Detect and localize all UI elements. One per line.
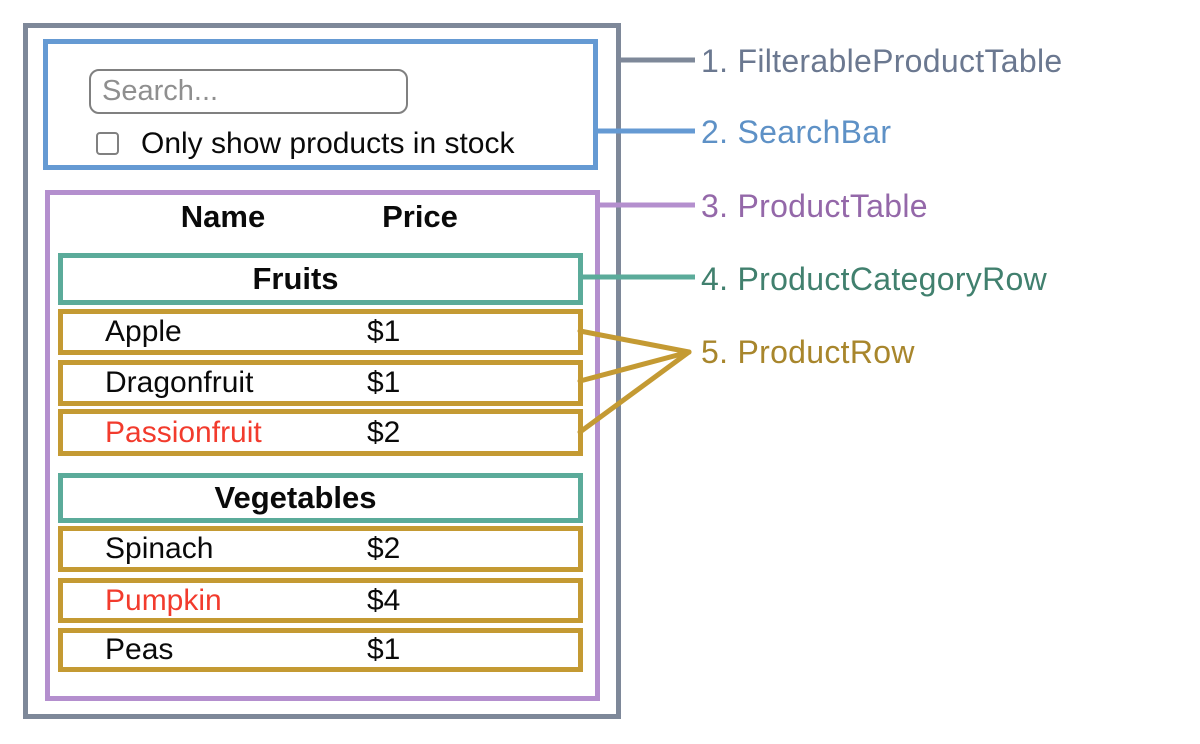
search-input[interactable] (89, 69, 408, 114)
product-name: Peas (105, 633, 174, 666)
product-row-dragonfruit: Dragonfruit $1 (58, 360, 583, 406)
product-name: Pumpkin (105, 583, 222, 617)
product-row-spinach: Spinach $2 (58, 526, 583, 572)
product-name: Dragonfruit (105, 366, 254, 399)
column-header-price: Price (382, 199, 458, 234)
product-price: $4 (367, 583, 401, 617)
legend-product-row: 5. ProductRow (701, 334, 915, 370)
in-stock-checkbox-label: Only show products in stock (141, 127, 515, 160)
in-stock-checkbox[interactable] (96, 132, 119, 155)
product-price: $1 (367, 366, 401, 399)
product-name: Passionfruit (105, 415, 262, 449)
product-name: Spinach (105, 532, 214, 565)
legend-filterable-product-table: 1. FilterableProductTable (701, 43, 1063, 79)
product-price: $1 (367, 315, 401, 348)
category-row-fruits: Fruits (58, 253, 583, 305)
product-name: Apple (105, 315, 182, 348)
legend-product-category-row: 4. ProductCategoryRow (701, 261, 1048, 297)
product-price: $2 (367, 415, 401, 449)
legend-product-table: 3. ProductTable (701, 188, 928, 224)
column-header-name: Name (180, 199, 266, 234)
product-price: $1 (367, 633, 401, 666)
product-price: $2 (367, 532, 401, 565)
product-row-passionfruit: Passionfruit $2 (58, 409, 583, 456)
product-row-pumpkin: Pumpkin $4 (58, 578, 583, 623)
product-row-apple: Apple $1 (58, 309, 583, 355)
product-row-peas: Peas $1 (58, 628, 583, 672)
category-row-vegetables: Vegetables (58, 473, 583, 523)
legend-search-bar: 2. SearchBar (701, 114, 892, 150)
